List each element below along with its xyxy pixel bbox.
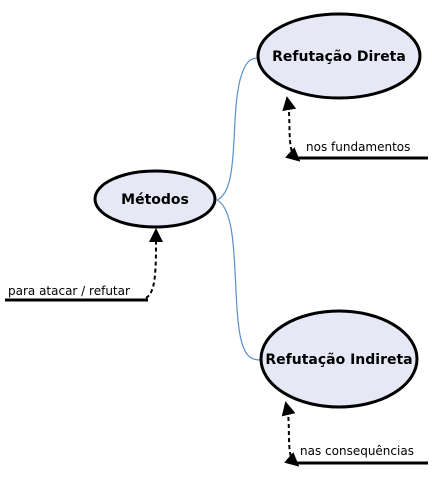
node-direct[interactable]: Refutação Direta [256,12,422,100]
note-direct-arrow [282,96,301,162]
node-indirect-label: Refutação Indireta [265,352,412,368]
connector-to-indirect [216,199,261,361]
note-indirect-text: nas consequências [300,444,414,458]
note-central-text: para atacar / refutar [8,284,130,298]
note-central-arrow [145,228,163,299]
note-direct[interactable]: nos fundamentos [282,96,428,162]
node-direct-shape [256,12,422,100]
node-indirect-shape [259,309,419,409]
node-central-label: Métodos [121,192,189,208]
connector-to-direct [216,57,259,201]
note-indirect-arrow [281,401,300,467]
node-indirect[interactable]: Refutação Indireta [259,309,419,409]
node-central-shape [93,169,217,229]
node-direct-label: Refutação Direta [272,49,406,65]
note-indirect[interactable]: nas consequências [281,401,428,467]
note-central[interactable]: para atacar / refutar [5,228,163,302]
node-central[interactable]: Métodos [93,169,217,229]
note-direct-text: nos fundamentos [306,140,410,154]
